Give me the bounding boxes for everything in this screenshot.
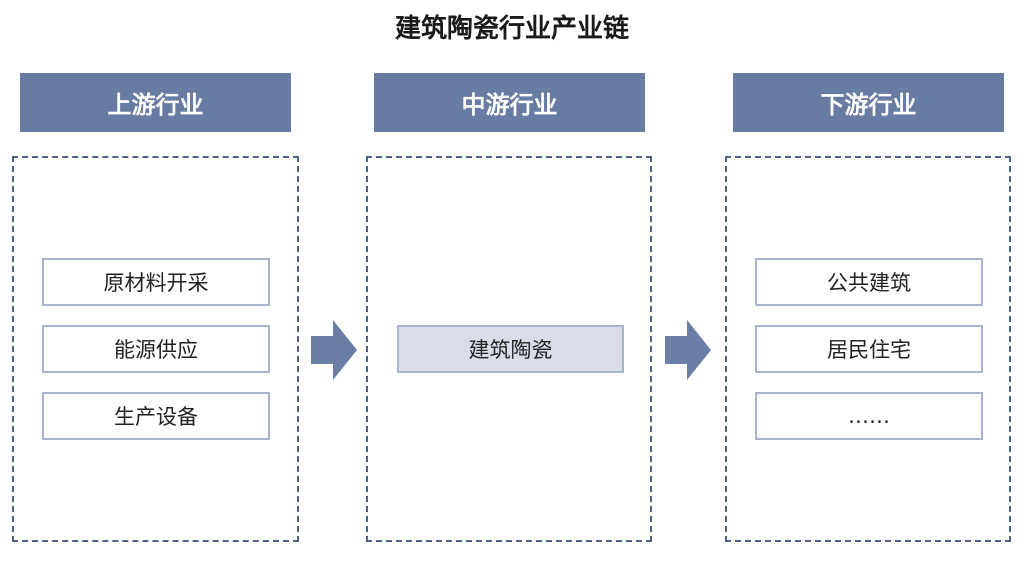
header-downstream: 下游行业	[733, 73, 1004, 132]
item-public-buildings: 公共建筑	[755, 258, 983, 306]
panel-upstream: 原材料开采 能源供应 生产设备	[12, 156, 299, 542]
header-upstream: 上游行业	[20, 73, 291, 132]
header-midstream: 中游行业	[374, 73, 645, 132]
item-more-ellipsis: ……	[755, 392, 983, 440]
panel-midstream: 建筑陶瓷	[366, 156, 652, 542]
item-residential-housing: 居民住宅	[755, 325, 983, 373]
item-architectural-ceramics: 建筑陶瓷	[397, 325, 624, 373]
diagram-title: 建筑陶瓷行业产业链	[394, 14, 629, 44]
right-arrow-icon	[311, 320, 357, 380]
right-arrow-icon	[665, 320, 711, 380]
item-energy-supply: 能源供应	[42, 325, 270, 373]
panel-downstream: 公共建筑 居民住宅 ……	[725, 156, 1011, 542]
item-raw-material-mining: 原材料开采	[42, 258, 270, 306]
item-production-equipment: 生产设备	[42, 392, 270, 440]
